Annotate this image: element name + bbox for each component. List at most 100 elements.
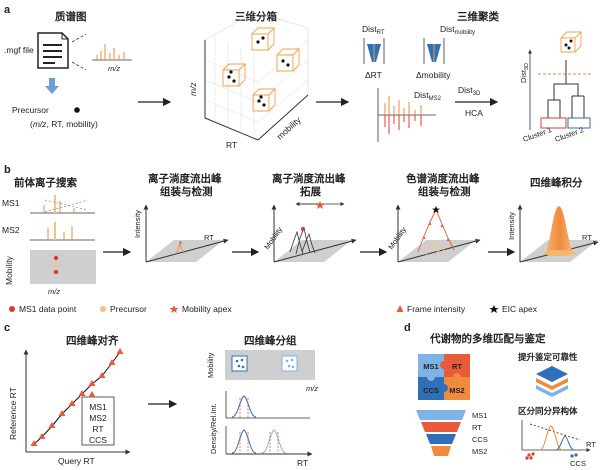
mobility-label-b2: Mobility [262,225,284,251]
legend-mobility-apex: Mobility apex [182,304,232,314]
isomer-plot [521,420,591,460]
precursor-tuple: (m/z, RT, mobility) [30,119,98,129]
bin-cube [222,63,247,87]
dist-3d-label: Dist3D [458,85,481,97]
hca-label: HCA [465,108,483,118]
panel-a-letter: a [4,4,11,16]
box-item-ms1: MS1 [89,402,107,412]
ms1-label: MS1 [2,198,20,208]
funnel-ms2: MS2 [472,447,487,456]
ms1-data-point [53,255,59,261]
mobility-region [30,250,96,284]
mgf-file-icon [37,32,69,69]
dendrogram-axis-label: Dist3D [519,63,530,83]
integration-title: 四维峰积分 [530,176,583,189]
spectrum-mz-label: m/z [108,64,120,73]
funnel-ccs: CCS [472,435,488,444]
intensity-label-1: Intensity [133,210,142,238]
axis-rt-label: RT [226,140,237,150]
grouping-plot [225,350,315,457]
axis-mz-label: m/z [188,82,198,96]
mobility-label-b3: Mobility [386,225,408,251]
rt-label-1: RT [204,233,214,242]
legend-eic-apex-swatch [489,305,499,313]
funnel-rt: RT [472,423,482,432]
bin-cube [252,88,277,112]
extension-plot [271,201,357,263]
dist-rt-label: DistRT [362,24,385,36]
box-item-ccs: CCS [89,435,107,445]
puzzle-pieces [418,354,470,400]
intensity-label-5: Intensity [507,212,516,240]
panel-b-letter: b [4,164,11,176]
box-item-rt: RT [92,424,103,434]
identification-funnel [416,410,466,456]
alignment-title: 四维峰对齐 [66,334,119,347]
chromatogram-title-2: 组装与检测 [418,185,471,198]
down-arrow-icon [45,78,59,94]
ms2-spectrum-mini [92,44,132,61]
integration-plot [517,204,599,263]
panel-d-title: 代谢物的多维匹配与鉴定 [429,332,546,345]
legend-mobility-apex-swatch [169,305,179,313]
dendrogram [528,31,592,130]
mobilogram-plot [143,204,229,263]
isomer-rt-label: RT [586,440,596,449]
panel-d-letter: d [404,322,411,334]
puzzle-ms1: MS1 [423,362,438,371]
extension-title-2: 拓展 [300,185,321,198]
ms1-spectrum-mini [30,195,95,214]
precursor-point [53,262,59,268]
legend-frame-intensity: Frame intensity [407,304,466,314]
layers-icon [536,366,568,397]
puzzle-rt: RT [452,362,462,371]
legend-precursor: Precursor [110,304,147,314]
query-rt-label: Query RT [58,456,95,466]
clustering-title: 三维聚类 [457,10,499,23]
mz-axis-label-b: m/z [48,287,60,296]
grouping-rt-label: RT [297,458,308,468]
file-link-dash-top [71,33,87,43]
bin-cube [251,27,276,51]
legend-precursor-swatch [100,306,106,312]
dist-rt-funnel [363,38,385,64]
density-label: Density/Rel.Int. [209,403,218,454]
precursor-search-title: 前体离子搜索 [14,176,77,189]
alignment-plot [23,348,131,455]
delta-rt-label: ΔRT [365,70,382,80]
precursor-label: Precursor [12,105,49,115]
reliability-label: 提升鉴定可靠性 [518,352,578,362]
isomer-ccs-label: CCS [570,459,586,468]
binning-title: 三维分箱 [235,10,277,23]
puzzle-ccs: CCS [423,386,439,395]
mgf-file-label: .mgf file [4,45,34,55]
puzzle-ms2: MS2 [449,386,464,395]
grouping-mobility-label: Mobility [206,352,215,378]
axis-mobility-label: mobility [275,114,304,141]
legend-ms1-point-swatch [9,306,15,312]
grouping-title: 四维峰分组 [244,334,297,347]
dist-mobility-label: Distmobility [440,24,475,36]
legend-ms1-point: MS1 data point [19,304,77,314]
ms1-data-point [53,269,59,275]
panel-c-letter: c [4,322,10,334]
binning-3d-box [204,11,309,141]
chromatogram-title-1: 色谱淌度流出峰 [406,172,480,185]
dist-ms2-label: DistMS2 [414,90,442,102]
rt-label-5: RT [582,233,592,242]
extension-title-1: 离子淌度流出峰 [272,172,346,185]
isomer-label: 区分同分异构体 [518,406,578,416]
grouping-mz-label: m/z [306,384,318,393]
cluster1-label: Cluster 1 [522,125,553,144]
funnel-ms1: MS1 [472,411,487,420]
chromatogram-plot [395,204,481,263]
ms2-label: MS2 [2,225,20,235]
spectrum-title: 质谱图 [55,10,87,23]
mobilogram-title-1: 离子淌度流出峰 [148,172,222,185]
mobility-axis-label: Mobility [4,255,14,285]
reference-rt-label: Reference RT [8,387,18,440]
legend-eic-apex: EIC apex [502,304,538,314]
precursor-dot [74,107,80,113]
dist-mobility-funnel [423,38,445,64]
